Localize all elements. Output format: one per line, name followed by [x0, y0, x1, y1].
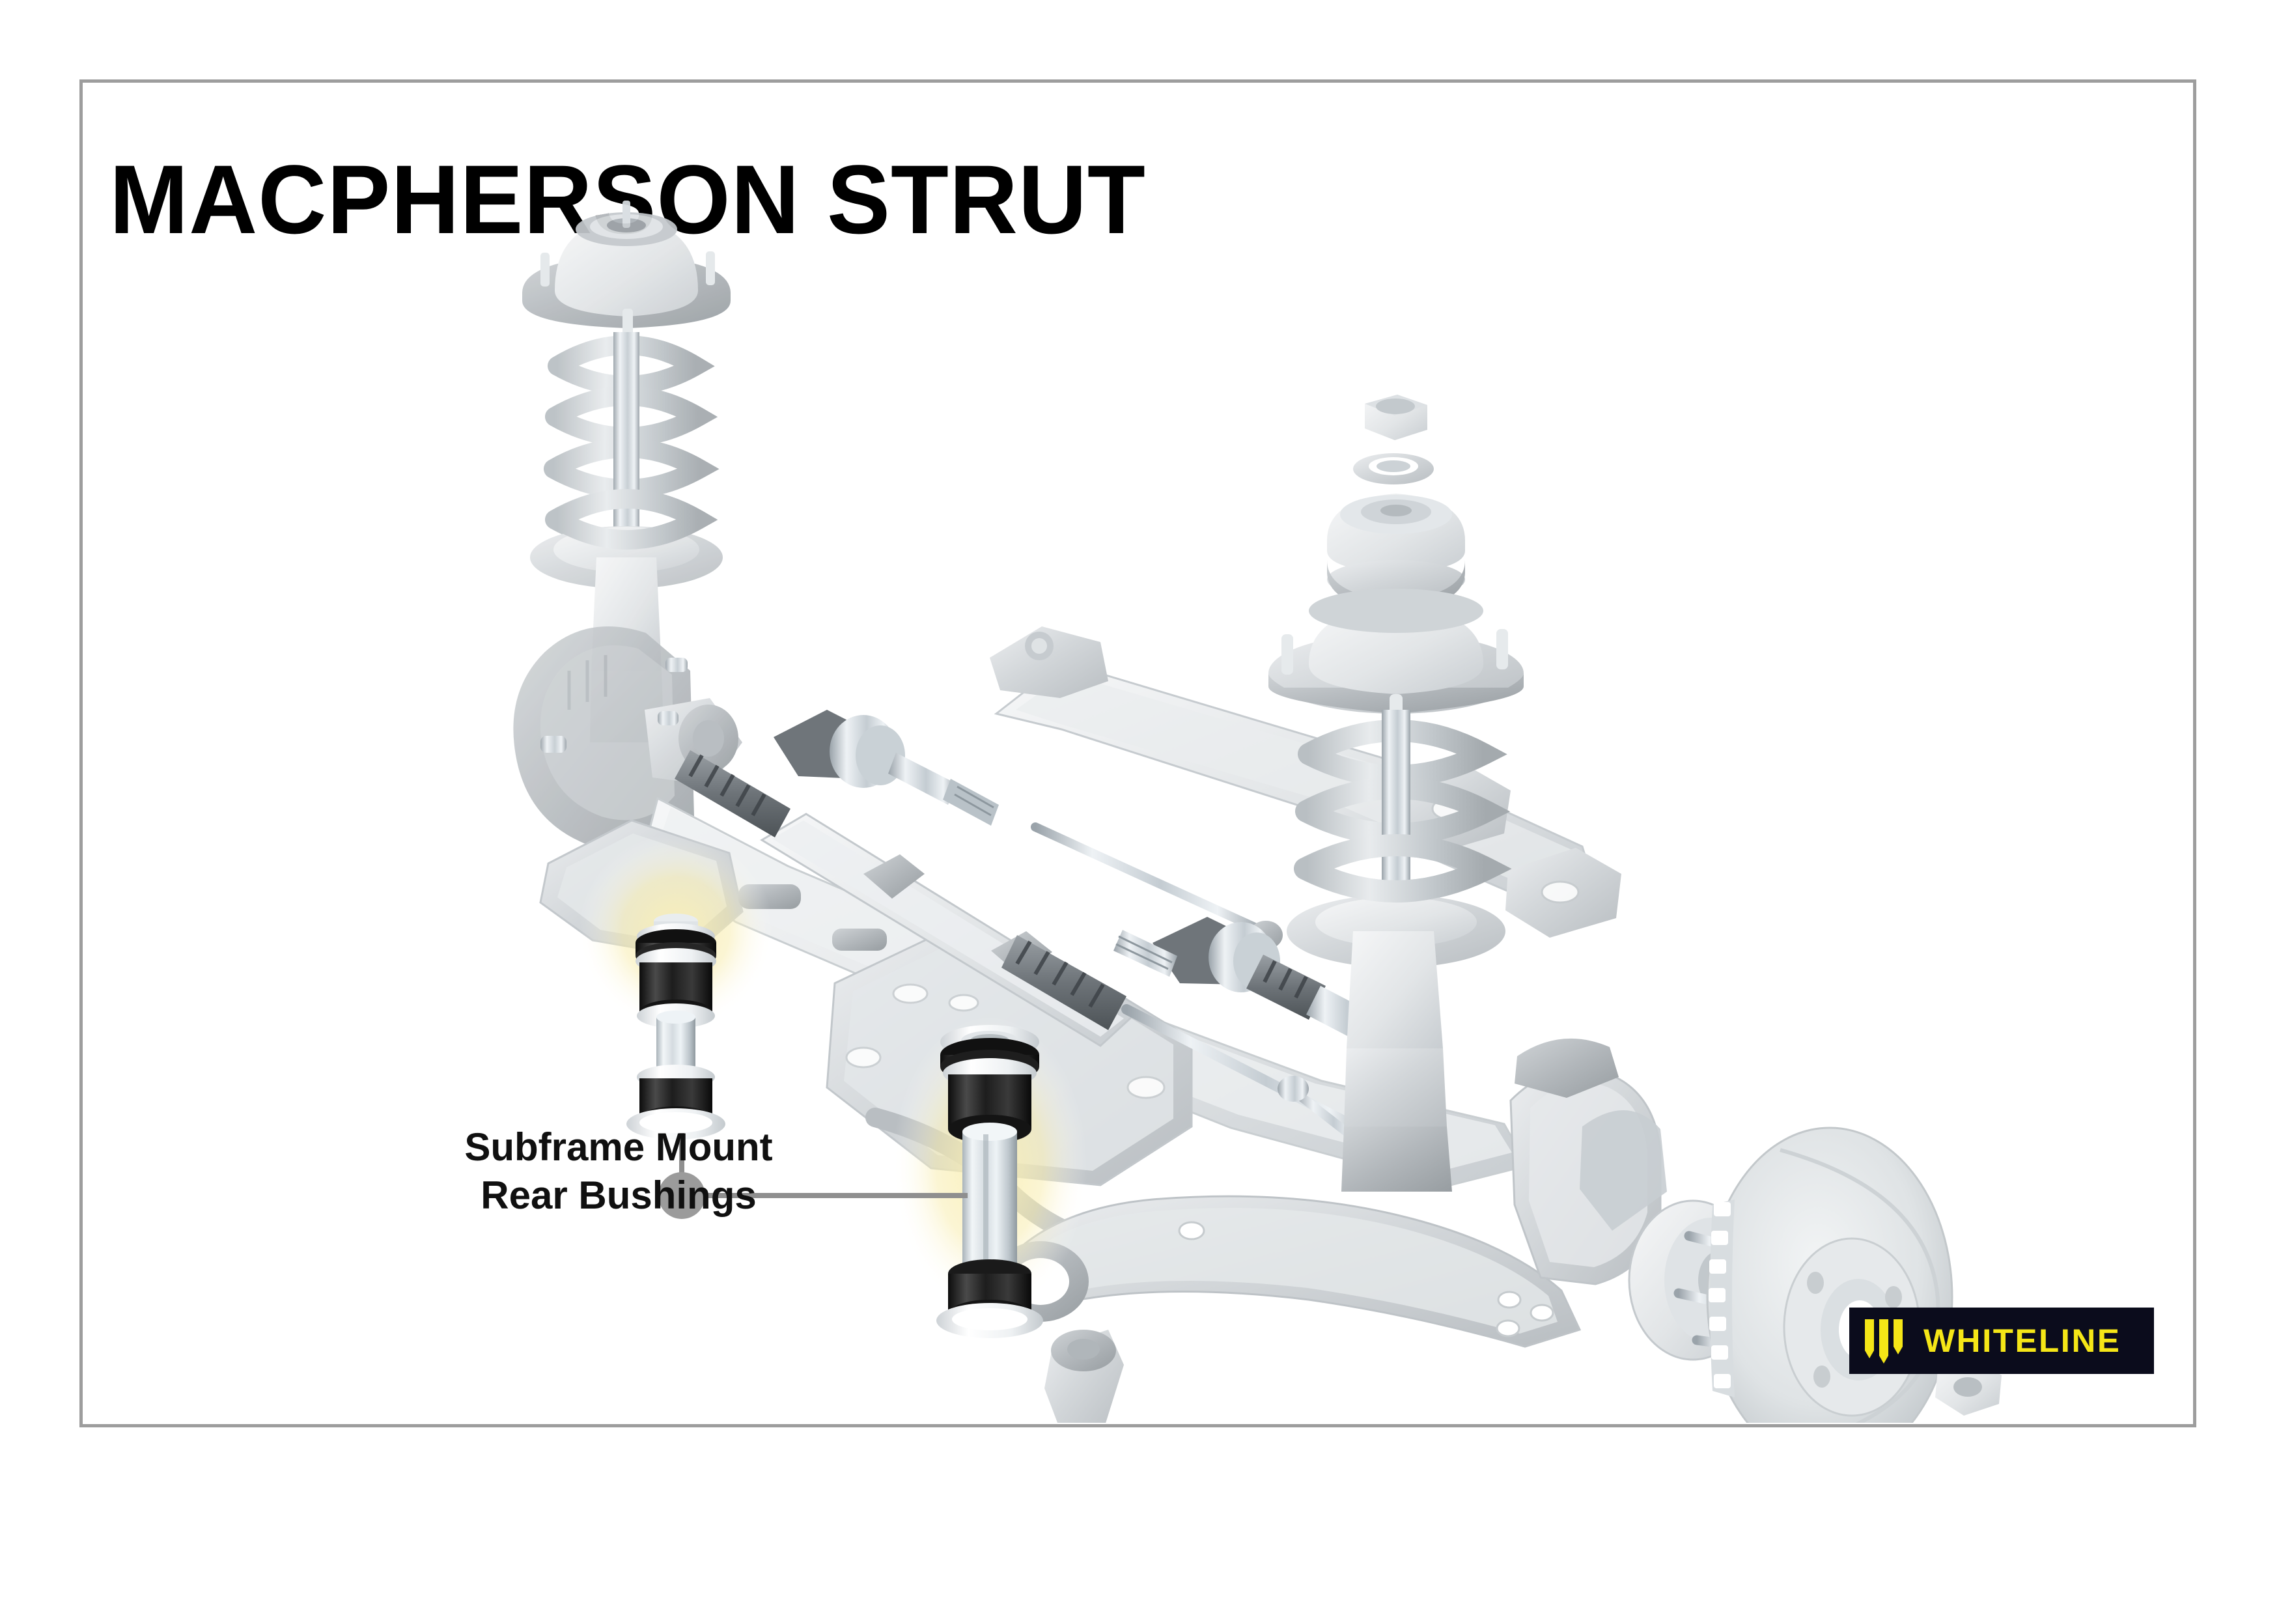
- callout-leader-lines: [658, 1133, 968, 1219]
- strut-assembly-right: [1268, 395, 1524, 1192]
- callout-label-line-2: Rear Bushings: [481, 1173, 757, 1217]
- suspension-diagram: [85, 85, 2191, 1423]
- callout-leader-dot: [658, 1172, 705, 1219]
- whiteline-logo: WHITELINE: [1849, 1308, 2154, 1374]
- brake-dust-shield: [513, 626, 694, 852]
- strut-top-mount-left: [522, 201, 731, 344]
- steering-rack-boot: [675, 750, 1126, 1030]
- subframe-mount-rear-bushing-lower: [936, 1025, 1043, 1338]
- control-arm-bush: [1044, 1330, 1124, 1423]
- brake-rotor: [1706, 1127, 1953, 1423]
- whiteline-wordmark: WHITELINE: [1923, 1323, 2121, 1359]
- whiteline-three-bar-mark: [1865, 1319, 1903, 1364]
- callout-label: Subframe Mount Rear Bushings: [417, 1123, 820, 1220]
- driveshaft-cv-joint-right: [1113, 917, 1380, 1046]
- subframe-mount-rear-bushing-upper: [626, 914, 725, 1140]
- driveshaft-cv-joint-left: [774, 710, 999, 826]
- steering-knuckle: [1509, 1038, 1667, 1285]
- callout-label-line-1: Subframe Mount: [464, 1125, 773, 1169]
- top-mount-nut: [1365, 395, 1427, 440]
- strut-top-mount-right: [1268, 589, 1524, 735]
- strut-assembly-left: [513, 201, 742, 852]
- top-mount-washer: [1353, 453, 1434, 484]
